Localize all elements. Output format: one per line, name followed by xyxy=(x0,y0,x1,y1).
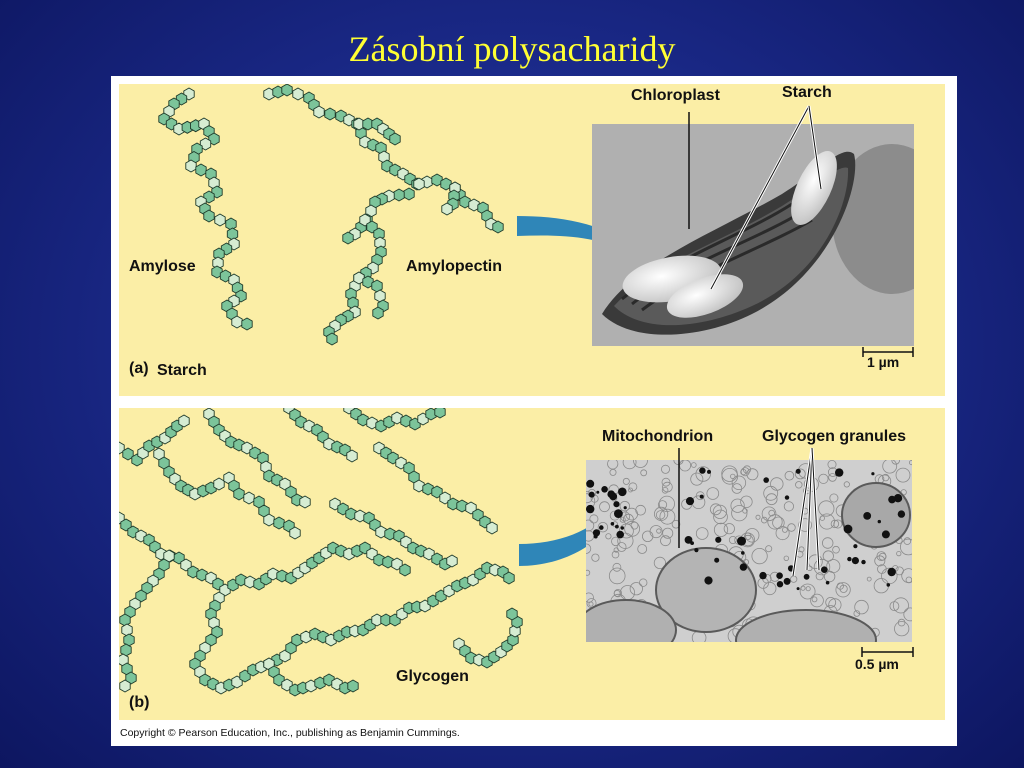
arrow-to-chloroplast xyxy=(517,216,667,279)
amylose-label: Amylose xyxy=(129,258,196,275)
glycogen-label: Glycogen xyxy=(396,668,469,685)
arrow-to-glycogen-micrograph xyxy=(519,473,639,566)
chloroplast-label: Chloroplast xyxy=(631,87,720,104)
starch-granule-label: Starch xyxy=(782,84,832,101)
leader-lines-a xyxy=(688,105,914,357)
panel-a-caption-text: Starch xyxy=(157,362,207,379)
panel-a-caption-letter: (a) xyxy=(129,360,149,377)
mitochondrion-label: Mitochondrion xyxy=(602,428,714,445)
copyright-notice: Copyright © Pearson Education, Inc., pub… xyxy=(120,727,460,739)
slide-title: Zásobní polysacharidy xyxy=(348,29,676,69)
amylopectin-label: Amylopectin xyxy=(406,258,503,275)
leader-lines-b xyxy=(678,447,914,657)
scale-bar-a-label: 1 µm xyxy=(867,354,900,370)
panel-a-starch: Chloroplast Starch Amylose Amylopectin 1… xyxy=(119,84,945,396)
starch-chains-illustration xyxy=(158,84,504,346)
glycogen-chains-illustration xyxy=(119,408,523,697)
panel-b-glycogen: Mitochondrion Glycogen granules Glycogen… xyxy=(119,408,945,720)
scale-bar-b-label: 0.5 µm xyxy=(855,656,899,672)
figure: Chloroplast Starch Amylose Amylopectin 1… xyxy=(111,76,957,746)
chloroplast-micrograph xyxy=(592,124,914,346)
glycogen-micrograph xyxy=(586,460,912,642)
panel-b-caption-letter: (b) xyxy=(129,694,150,711)
glycogen-granules-label: Glycogen granules xyxy=(762,428,907,445)
